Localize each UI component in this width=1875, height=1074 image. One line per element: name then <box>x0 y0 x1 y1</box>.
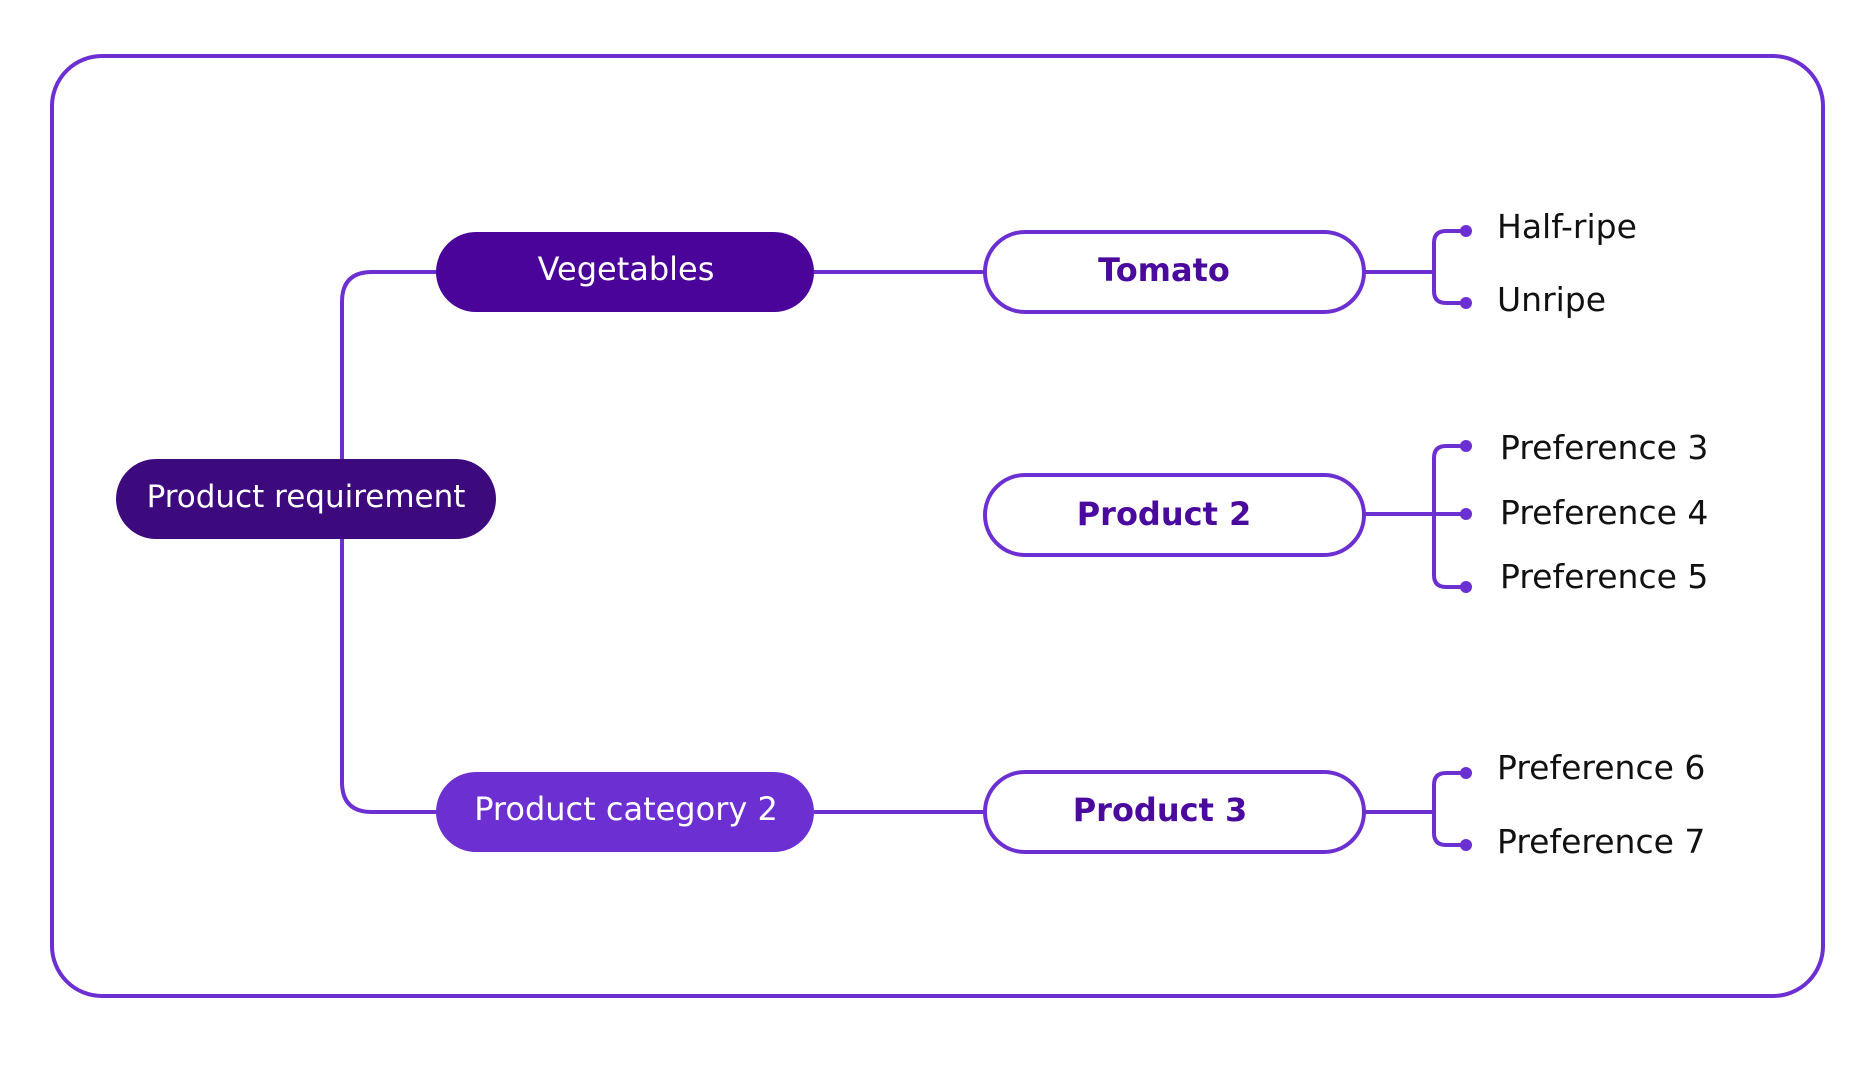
dot-preference-3 <box>1460 440 1472 452</box>
dot-preference-6 <box>1460 767 1472 779</box>
preference-half-ripe: Half-ripe <box>1497 207 1637 246</box>
dot-preference-5 <box>1460 581 1472 593</box>
product-node-2: Product 2 <box>983 473 1366 557</box>
category-label-2: Product category 2 <box>474 790 778 828</box>
bracket-product-2 <box>1432 444 1466 589</box>
connector-root-to-vegetables <box>340 270 437 460</box>
diagram-frame <box>50 54 1825 998</box>
root-connectors <box>340 270 437 814</box>
preference-5: Preference 5 <box>1500 557 1708 596</box>
category-pill-vegetables <box>436 232 814 312</box>
product-label-2: Product 2 <box>1077 495 1252 533</box>
product-label-3: Product 3 <box>1073 791 1248 829</box>
root-node-pill <box>116 459 496 539</box>
product-pill-2 <box>983 473 1366 557</box>
preference-7: Preference 7 <box>1497 822 1705 861</box>
product-label-tomato: Tomato <box>1098 251 1230 289</box>
preference-dots <box>1460 225 1472 851</box>
category-label-vegetables: Vegetables <box>538 250 715 288</box>
product-node-tomato: Tomato <box>983 230 1366 314</box>
preference-4: Preference 4 <box>1500 493 1708 532</box>
preference-labels: Half-ripe Unripe Preference 3 Preference… <box>1497 207 1708 861</box>
product-node-3: Product 3 <box>983 770 1366 854</box>
dot-unripe <box>1460 297 1472 309</box>
product-pill-3 <box>983 770 1366 854</box>
root-node: Product requirement <box>116 459 496 539</box>
preference-3: Preference 3 <box>1500 428 1708 467</box>
product-pill-tomato <box>983 230 1366 314</box>
dot-preference-7 <box>1460 839 1472 851</box>
category-pill-2 <box>436 772 814 852</box>
dot-half-ripe <box>1460 225 1472 237</box>
connector-root-to-category-2 <box>340 538 437 814</box>
preference-6: Preference 6 <box>1497 748 1705 787</box>
dot-preference-4 <box>1460 508 1472 520</box>
preference-brackets <box>1364 229 1466 847</box>
bracket-product-3 <box>1432 771 1466 847</box>
root-node-label: Product requirement <box>147 479 466 515</box>
preference-unripe: Unripe <box>1497 280 1606 319</box>
bracket-tomato <box>1432 229 1466 305</box>
category-node-2: Product category 2 <box>436 772 814 852</box>
category-connectors <box>814 270 985 814</box>
category-node-vegetables: Vegetables <box>436 232 814 312</box>
